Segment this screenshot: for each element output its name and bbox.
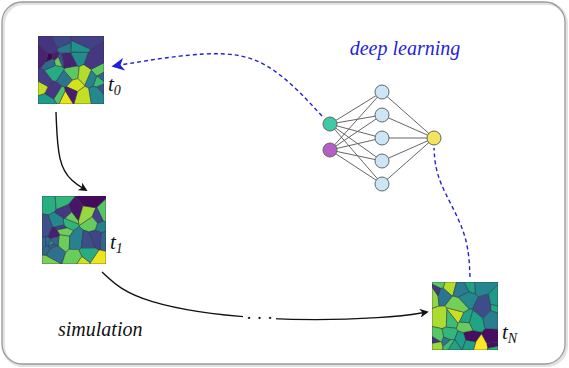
grain-map: tN xyxy=(432,282,498,350)
grain-cell xyxy=(38,94,57,104)
stage-label: simulation xyxy=(58,318,142,341)
flow-arrow xyxy=(56,112,86,190)
grain-cell xyxy=(432,284,440,296)
neuron xyxy=(375,131,389,145)
grain-cell xyxy=(71,41,91,53)
grain-cell xyxy=(459,309,472,323)
grain-cell xyxy=(64,53,77,69)
time-label: t1 xyxy=(110,232,123,256)
synapse-line xyxy=(382,115,434,138)
grain-cell xyxy=(438,288,452,306)
ellipsis-label: · · · xyxy=(243,309,276,327)
grain-cell xyxy=(464,282,475,294)
grain-map: t0 xyxy=(38,36,104,104)
grain-figure xyxy=(432,282,498,350)
synapse-line xyxy=(330,115,382,150)
grain-cell xyxy=(69,227,83,250)
neuron xyxy=(375,154,389,168)
flow-arrow xyxy=(114,54,322,116)
grain-cell xyxy=(54,205,71,219)
synapse-line xyxy=(330,124,382,138)
neuron xyxy=(323,117,337,131)
neuron xyxy=(375,108,389,122)
neuron xyxy=(375,177,389,191)
grain-cell xyxy=(54,86,65,104)
grain-cell xyxy=(65,87,78,104)
synapse-line xyxy=(330,92,382,124)
synapse-line xyxy=(330,92,382,150)
synapse-line xyxy=(382,138,434,161)
grain-cell xyxy=(462,340,476,350)
grain-cell xyxy=(75,196,106,208)
grain-cell xyxy=(456,322,473,332)
grain-cell xyxy=(443,340,455,350)
grain-cell xyxy=(50,236,59,246)
network-figure xyxy=(318,80,448,198)
grain-cell xyxy=(89,87,104,104)
grain-cell xyxy=(432,306,447,329)
flow-arrow xyxy=(434,148,470,277)
grain-cell xyxy=(97,72,104,81)
grain-figure xyxy=(38,36,104,104)
neuron xyxy=(375,85,389,99)
grain-cell xyxy=(446,309,458,328)
grain-cell xyxy=(38,44,48,68)
synapse-line xyxy=(330,150,382,184)
heading-label: deep learning xyxy=(350,37,461,60)
grain-cell xyxy=(38,68,53,86)
time-label: t0 xyxy=(108,74,121,98)
neuron xyxy=(427,131,441,145)
neuron xyxy=(323,143,337,157)
neural-network: deep learning xyxy=(318,80,448,198)
synapse-line xyxy=(330,115,382,124)
grain-cell xyxy=(81,230,95,248)
grain-cell xyxy=(90,250,106,264)
grain-figure xyxy=(42,196,106,264)
synapse-line xyxy=(382,92,434,138)
grain-map: t1 xyxy=(42,196,106,264)
grain-cell xyxy=(62,249,82,264)
grain-cell xyxy=(432,342,443,350)
time-label: tN xyxy=(502,322,517,346)
synapse-line xyxy=(382,138,434,184)
synapse-line xyxy=(382,138,434,139)
grain-cell xyxy=(483,311,498,330)
grain-cell xyxy=(474,282,498,297)
grain-cell xyxy=(55,57,63,67)
grain-cell xyxy=(432,326,444,341)
grain-cell xyxy=(487,346,498,350)
grain-cell xyxy=(57,43,71,53)
synapse-line xyxy=(330,138,382,150)
grain-cell xyxy=(56,70,72,87)
